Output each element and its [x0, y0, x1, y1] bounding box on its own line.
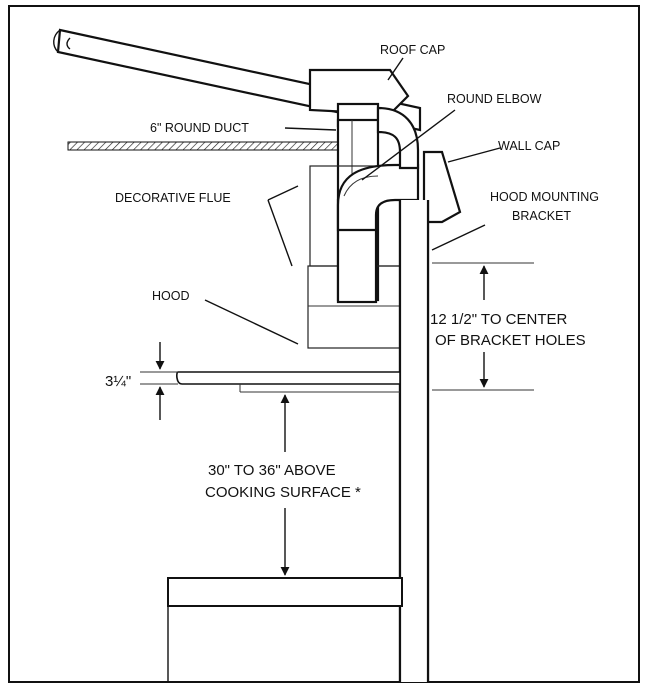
- label-bracket-height-1: 12 1/2" TO CENTER: [430, 311, 567, 328]
- label-hood-thickness: 3¼": [105, 373, 131, 390]
- wall-cap: [422, 150, 462, 224]
- label-hood-mounting-bracket-1: HOOD MOUNTING: [490, 190, 599, 204]
- label-round-elbow: ROUND ELBOW: [447, 92, 542, 106]
- diagram-frame: [8, 5, 640, 683]
- leader-lines: [204, 57, 501, 345]
- label-wall-cap: WALL CAP: [498, 139, 560, 153]
- ceiling: [67, 141, 344, 151]
- label-hood-mounting-bracket-2: BRACKET: [512, 209, 571, 223]
- label-round-duct: 6" ROUND DUCT: [150, 121, 249, 135]
- label-roof-cap: ROOF CAP: [380, 43, 445, 57]
- hood: [176, 371, 401, 393]
- label-cooking-height-2: COOKING SURFACE *: [205, 484, 361, 501]
- label-hood: HOOD: [152, 289, 190, 303]
- label-cooking-height-1: 30" TO 36" ABOVE: [208, 462, 336, 479]
- cooking-surface: [167, 577, 403, 682]
- label-bracket-height-2: OF BRACKET HOLES: [435, 332, 586, 349]
- dimension-lines: [140, 262, 534, 576]
- label-decorative-flue: DECORATIVE FLUE: [115, 191, 231, 205]
- wall: [398, 200, 430, 682]
